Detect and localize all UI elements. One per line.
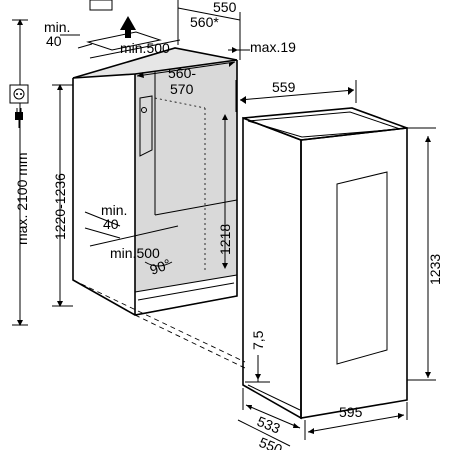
label-550-bottom: 550 [257,434,285,450]
label-1233: 1233 [427,254,443,285]
label-top-depth: 550 [213,0,237,15]
dim-offset-7-5: 7,5 [245,330,270,383]
label-595: 595 [339,404,363,420]
plinth-inner-line [137,282,235,301]
dim-angle: 90° [144,256,173,278]
dim-min-500-bottom: min.500 [89,225,179,261]
niche-back-top-edge [134,59,238,75]
label-min40-bottom-a: min. [101,202,127,218]
power-socket-icon [9,84,29,104]
niche-interior-top [73,48,237,78]
appliance-base-line [247,384,301,411]
plug-icon [15,108,23,128]
dim-niche-width: 560- 570 [136,61,236,97]
label-niche-width-b: 570 [170,81,194,97]
niche-dotted-1 [154,97,206,109]
niche-front-top-edge [72,73,136,79]
guide-dashed-1 [134,314,246,369]
dim-appliance-width-top: 559 [235,79,357,112]
label-min500-bottom: min.500 [110,245,160,261]
label-559: 559 [272,79,296,95]
label-angle: 90° [148,256,173,278]
niche-interior [135,60,237,292]
dim-top-depth: 550 560* [177,0,241,60]
label-min40-top-a: min. [44,19,70,35]
appliance-door [300,127,408,419]
dim-max-height: max. 2100 mm [12,19,30,326]
label-max19: max.19 [250,39,296,55]
label-niche-width-a: 560- [168,65,196,81]
label-niche-height-range: 1220-1236 [52,173,68,240]
appliance [242,107,408,420]
dim-appliance-width-bottom: 595 [304,402,408,440]
dim-min-40-bottom: min. 40 [84,202,127,239]
dim-min-40-top: min. 40 [44,19,93,49]
dim-niche-height-range: 1220-1236 [52,84,73,307]
niche-outline-top [72,47,238,79]
label-min500-top: min.500 [120,40,170,56]
top-vent [86,31,162,51]
dim-min-500-top: min.500 [89,39,181,59]
niche-inner-floor [154,199,238,216]
dim-niche-height-1218: 1218 [217,114,233,269]
dim-max-19: max.19 [228,39,296,55]
guide-dashed-2 [72,279,246,363]
appliance-window [336,171,388,365]
airflow-arrow-icon [89,0,136,38]
appliance-side [242,116,302,420]
niche-cabinet [72,31,238,316]
label-533: 533 [255,413,283,437]
label-1218: 1218 [217,224,233,255]
label-7-5: 7,5 [250,330,266,350]
label-min40-top-b: 40 [46,33,62,49]
label-max-height: max. 2100 mm [14,152,30,245]
dim-appliance-height: 1233 [407,127,443,381]
niche-plinth [134,274,238,316]
bracket-hole [141,107,147,113]
hinge-bracket [139,95,153,157]
label-top-depth-star: 560* [190,14,219,30]
label-min40-bottom-b: 40 [103,216,119,232]
